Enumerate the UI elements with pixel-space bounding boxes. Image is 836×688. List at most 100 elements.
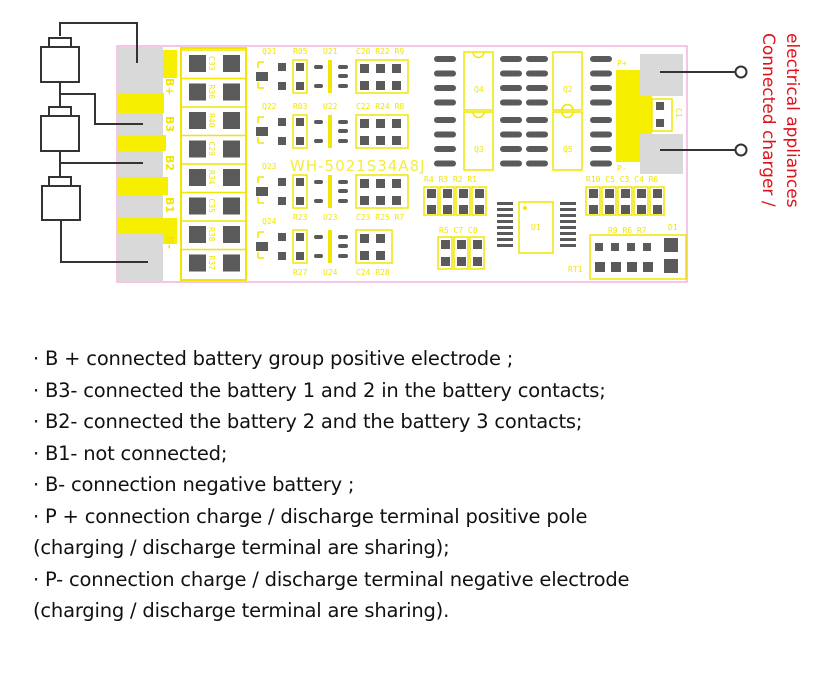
component-label: R23 (293, 213, 308, 222)
mosfet-pin-pad (590, 70, 612, 77)
smd-pad (360, 234, 369, 243)
pin-pad (314, 139, 323, 143)
ntc-area-outline (589, 234, 687, 280)
mosfet-pin-pad (526, 146, 548, 152)
smd-pad (605, 189, 614, 198)
ic-label: U1 (531, 223, 541, 232)
capacitor-bank-outline (355, 229, 393, 264)
component-label: RT1 (568, 265, 583, 274)
capacitor-bank-outline (355, 59, 409, 94)
mosfet-pin-pad (434, 70, 456, 77)
mosfet-outline (552, 111, 583, 171)
smd-pad (360, 119, 369, 128)
smd-pad (360, 196, 369, 205)
capacitor-outline (601, 186, 617, 216)
smd-pad (296, 178, 304, 186)
smd-pad (189, 55, 206, 72)
component-label: C20 R22 R9 (356, 47, 404, 56)
ic-pin (560, 226, 576, 229)
smd-pad (189, 112, 206, 129)
mosfet-pin-pad (526, 70, 548, 77)
capacitor-bank-outline (355, 114, 409, 149)
smd-pad (475, 189, 484, 198)
smd-pad (278, 178, 286, 186)
mosfet-pin-pad (500, 99, 522, 106)
mosfet-pin-pad (590, 146, 612, 152)
external-note: electrical appliances Connected charger … (758, 33, 802, 208)
component-label: C29 (207, 142, 216, 157)
smd-pad (189, 140, 206, 158)
ic-pin (497, 208, 513, 211)
smd-pad (278, 82, 286, 90)
smd-pad (427, 189, 436, 198)
mosfet-pin-pad (500, 117, 522, 123)
smd-pad (392, 196, 401, 205)
smd-pad (637, 205, 646, 214)
component-label: R38 (207, 227, 216, 242)
pin-pad (338, 254, 348, 258)
p-minus-label: P- (617, 164, 627, 173)
mosfet-pin-pad (434, 56, 456, 62)
component-label: U24 (323, 268, 338, 277)
mosfet-pin-pad (434, 131, 456, 138)
c1-pad-top (656, 102, 664, 110)
wire-b3 (60, 93, 143, 125)
wire-bplus (59, 22, 138, 63)
ic-body (328, 115, 332, 148)
smd-pad (441, 257, 450, 266)
mosfet-pin-pad (590, 85, 612, 91)
ic-pin (497, 226, 513, 229)
smd-pad (376, 119, 385, 128)
smd-pad (376, 251, 385, 260)
pad-bplus-yellow (163, 50, 177, 78)
smd-pad (296, 63, 304, 71)
smd-pad (475, 205, 484, 214)
component-label: C22 R24 R8 (356, 102, 404, 111)
smd-pad (473, 257, 482, 266)
capacitor-outline (585, 186, 601, 216)
ic-pin (497, 202, 513, 205)
smd-pad (223, 112, 240, 129)
pad-b3-yellow (118, 93, 164, 113)
mosfet-pin-pad (526, 99, 548, 106)
smd-pad (392, 179, 401, 188)
smd-pad (278, 252, 286, 260)
legend-b2: · B2- connected the battery 2 and the ba… (33, 410, 583, 433)
pad-label-bplus: B+ (163, 78, 176, 96)
battery-cell-3-cap (48, 176, 72, 187)
resistor-outline (437, 236, 453, 270)
smd-pad (457, 240, 466, 249)
component-label: U22 (323, 102, 338, 111)
ic-pin (560, 214, 576, 217)
resistor-outline (453, 236, 469, 270)
pad-b2-yellow (118, 135, 166, 151)
resistor-outline (439, 186, 455, 216)
smd-pad (223, 169, 240, 186)
p-plus-gray-pad (640, 54, 683, 96)
pin-pad (314, 120, 323, 124)
component-label: R40 (207, 113, 216, 128)
pad-bminus-yellow-tab (163, 218, 177, 244)
pin-pad (338, 84, 348, 88)
output-wiring (660, 65, 748, 157)
mosfet-pin-pad (526, 131, 548, 138)
ic-body (328, 175, 332, 208)
smd-pad (376, 196, 385, 205)
resistor-outline (292, 174, 308, 209)
component-label: Q23 (262, 162, 277, 171)
mosfet-pin-pad (590, 99, 612, 106)
mosfet-pin-pad (500, 85, 522, 91)
p-pad-yellow-mid (640, 96, 652, 134)
pin-pad (338, 74, 348, 78)
mosfet-label: Q5 (563, 145, 573, 154)
mosfet-label: Q3 (474, 145, 484, 154)
ic-pin (560, 202, 576, 205)
smd-pad (376, 81, 385, 90)
smd-pad (653, 189, 662, 198)
c1-pad-bottom (656, 119, 664, 127)
smd-pad (376, 136, 385, 145)
smd-pad (611, 262, 621, 272)
smd-pad (296, 233, 304, 241)
mosfet-pin-pad (500, 160, 522, 167)
